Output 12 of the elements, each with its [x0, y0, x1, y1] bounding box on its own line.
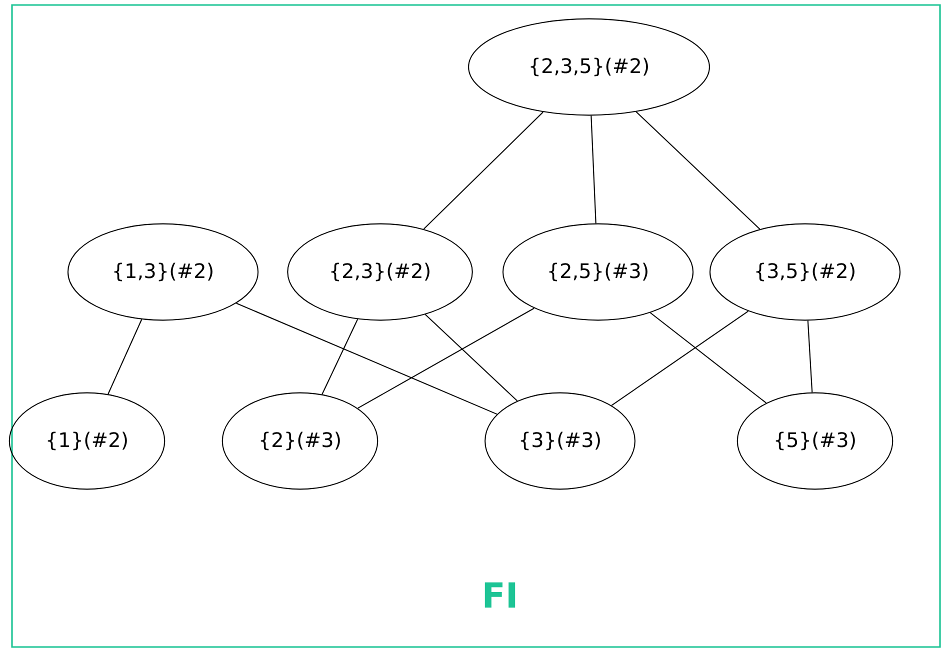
connector-line [636, 111, 760, 230]
connector-line [807, 320, 813, 392]
panel-label: FI [484, 582, 516, 608]
connector-line [424, 314, 518, 402]
connector-line [611, 310, 749, 406]
connector-line [236, 302, 498, 415]
connector-line [322, 319, 358, 395]
connector-line [650, 312, 766, 404]
connector-line [590, 116, 596, 224]
connector-line [358, 308, 534, 409]
connector-line [423, 112, 544, 230]
connector-line [108, 319, 142, 394]
